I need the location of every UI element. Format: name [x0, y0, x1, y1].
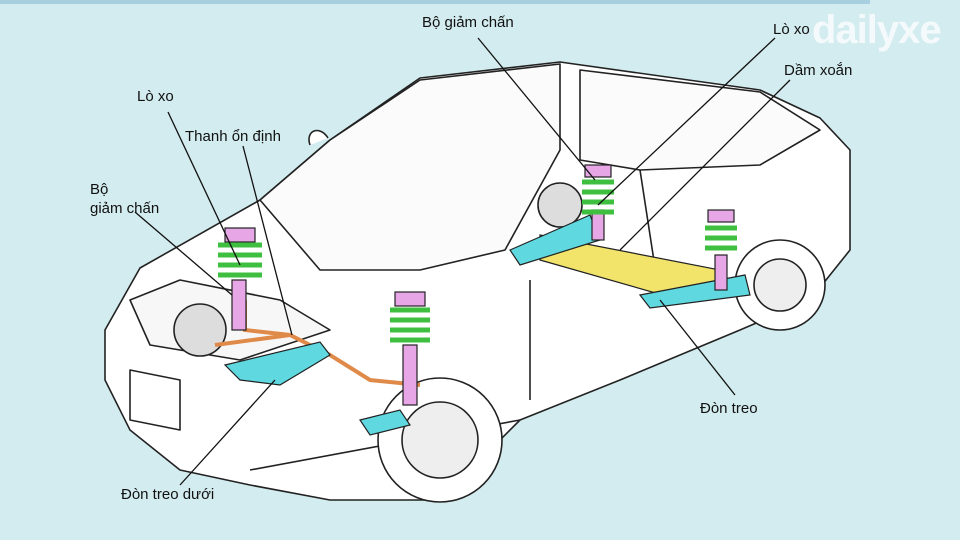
car-body-outline — [104, 61, 851, 501]
label-rear-spring: Lò xo — [773, 21, 810, 38]
label-stabilizer: Thanh ổn định — [185, 128, 281, 145]
front-brake-left — [173, 303, 227, 357]
label-front-shock-1: Bộ — [90, 181, 109, 198]
springs — [218, 179, 737, 343]
label-rear-arm: Đòn treo — [700, 400, 758, 417]
label-front-shock-2: giảm chấn — [90, 200, 160, 217]
front-lower-arm-right — [359, 409, 411, 436]
top-band — [0, 0, 870, 4]
leader-lines — [134, 37, 791, 486]
front-lower-arm-left — [223, 341, 331, 386]
dailyxe-logo: dailyxe — [812, 8, 942, 52]
label-torsion-beam: Dầm xoắn — [784, 62, 853, 79]
label-front-spring: Lò xo — [137, 88, 174, 105]
struts — [224, 164, 735, 406]
wheels — [173, 182, 826, 503]
rear-drum — [537, 182, 583, 228]
label-rear-shock: Bộ giảm chấn — [422, 14, 514, 31]
label-lower-arm: Đòn treo dưới — [121, 486, 215, 503]
